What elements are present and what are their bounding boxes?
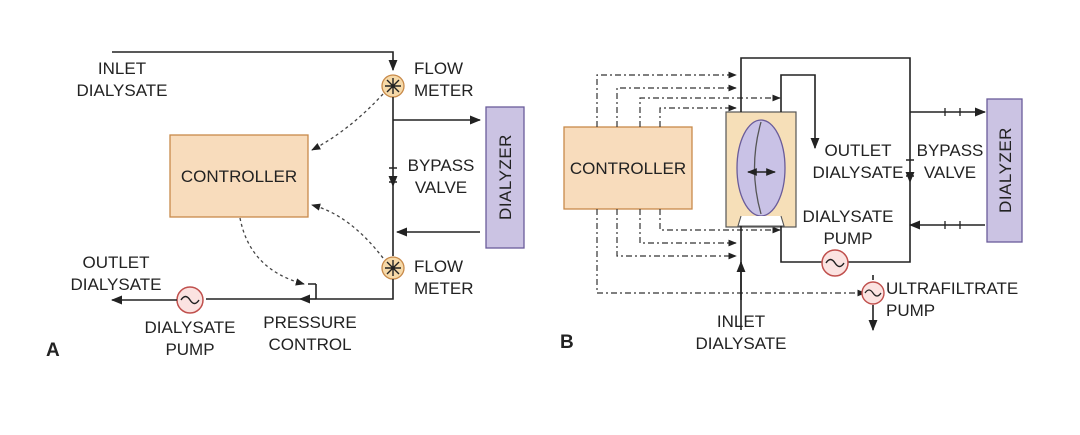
balloon-icon (736, 119, 786, 217)
pressure-control-label-2: CONTROL (268, 335, 351, 354)
pressure-control-icon (298, 283, 317, 304)
dialysate-pump-a-icon (176, 286, 204, 314)
inlet-label-a-2: DIALYSATE (76, 81, 167, 100)
flow-meter-top-icon (381, 74, 405, 98)
controller-a (169, 134, 309, 218)
flow-meter-bottom-label-2: METER (414, 279, 474, 298)
bypass-valve-b-label-2: VALVE (924, 163, 976, 182)
dialyzer-b (986, 98, 1023, 243)
dialysate-pump-b-icon (821, 249, 849, 277)
dialysate-pump-b-label-1: DIALYSATE (802, 207, 893, 226)
bypass-valve-a-icon (388, 160, 398, 188)
controller-a-label: CONTROLLER (181, 167, 297, 186)
inlet-label-b-2: DIALYSATE (695, 334, 786, 353)
outlet-label-b-2: DIALYSATE (812, 163, 903, 182)
dialyzer-a-label: DIALYZER (496, 134, 515, 220)
bypass-valve-b-icon (905, 156, 915, 184)
flow-meter-bottom-label-1: FLOW (414, 257, 463, 276)
flow-lines-b (740, 57, 987, 332)
dialyzer-a (485, 106, 525, 249)
signal-line-top-a (311, 93, 384, 151)
dialysate-pump-a-label-2: PUMP (165, 340, 214, 359)
flow-meter-bottom-icon (381, 256, 405, 280)
line-ticks-b (944, 108, 961, 229)
flow-meter-top-label-1: FLOW (414, 59, 463, 78)
inlet-line-a (112, 51, 398, 72)
dialysate-pump-b-label-2: PUMP (823, 229, 872, 248)
dialysate-pump-a-label-1: DIALYSATE (144, 318, 235, 337)
inlet-label-b-1: INLET (717, 312, 765, 331)
outlet-label-a-2: DIALYSATE (70, 275, 161, 294)
dialyzer-b-label: DIALYZER (996, 127, 1015, 213)
controller-b-label: CONTROLLER (570, 159, 686, 178)
signal-line-bottom-a (311, 203, 384, 259)
ultrafiltrate-pump-label-1: ULTRAFILTRATE (886, 279, 1018, 298)
panel-a: INLET DIALYSATE FLOW METER BYPASS VALVE … (46, 51, 525, 361)
inlet-label-a-1: INLET (98, 59, 146, 78)
ultrafiltrate-pump-label-2: PUMP (886, 301, 935, 320)
outlet-label-b-1: OUTLET (824, 141, 891, 160)
panel-b-letter: B (560, 332, 574, 353)
outlet-label-a-1: OUTLET (82, 253, 149, 272)
bypass-valve-b-label-1: BYPASS (917, 141, 984, 160)
panel-a-letter: A (46, 340, 60, 361)
bypass-valve-a-label-2: VALVE (415, 178, 467, 197)
bypass-valve-a-label-1: BYPASS (408, 156, 475, 175)
panel-b: CONTROLLER (560, 57, 1023, 353)
signal-line-pressure-a (239, 217, 305, 286)
ultrafiltrate-pump-icon (861, 281, 885, 305)
controller-b (563, 126, 693, 210)
pressure-control-label-1: PRESSURE (263, 313, 357, 332)
flow-meter-top-label-2: METER (414, 81, 474, 100)
control-signal-lines-b (596, 71, 866, 297)
